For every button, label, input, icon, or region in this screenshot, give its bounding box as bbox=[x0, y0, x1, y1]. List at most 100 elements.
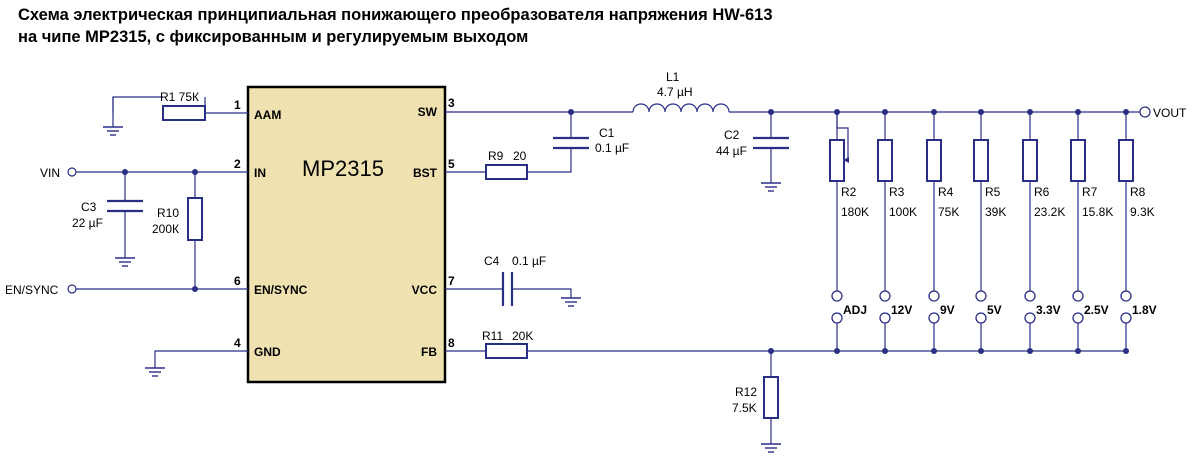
c4-value: 0.1 µF bbox=[512, 254, 546, 268]
resistor-r6 bbox=[1022, 139, 1038, 182]
divider-resistor-name: R8 bbox=[1130, 185, 1146, 199]
junction-dot bbox=[931, 348, 937, 354]
r11-name: R11 bbox=[482, 329, 503, 343]
jumper-pad-top[interactable] bbox=[831, 290, 843, 302]
c1-name: C1 bbox=[599, 126, 615, 140]
resistor-r8 bbox=[1118, 139, 1134, 182]
junction-dot bbox=[192, 286, 198, 292]
resistor-r10 bbox=[187, 197, 203, 241]
jumper-pad-top[interactable] bbox=[1024, 290, 1036, 302]
jumper-pad-bottom[interactable] bbox=[831, 312, 843, 324]
c4-name: C4 bbox=[484, 254, 500, 268]
jumper-pad-bottom[interactable] bbox=[1120, 312, 1132, 324]
title-line-2: на чипе MP2315, с фиксированным и регули… bbox=[18, 28, 529, 46]
r2-wiper-arrow bbox=[843, 157, 849, 163]
aam-ground-wire bbox=[112, 96, 163, 113]
r9-name: R9 bbox=[488, 149, 504, 163]
r1-label: R1 75К bbox=[160, 90, 199, 104]
pin-gnd-label: GND bbox=[254, 345, 281, 359]
divider-resistor-value: 100K bbox=[889, 205, 917, 219]
title-line-1: Схема электрическая принципиальная пониж… bbox=[18, 6, 773, 24]
divider-resistor-name: R6 bbox=[1034, 185, 1050, 199]
jumper-pad-top[interactable] bbox=[1120, 290, 1132, 302]
pin-3-number: 3 bbox=[448, 96, 455, 110]
divider-resistor-name: R5 bbox=[985, 185, 1001, 199]
divider-resistor-value: 180K bbox=[841, 205, 869, 219]
c1-value: 0.1 µF bbox=[595, 141, 629, 155]
divider-resistor-name: R4 bbox=[938, 185, 954, 199]
jumper-pad-top[interactable] bbox=[975, 290, 987, 302]
jumper-pad-top[interactable] bbox=[1072, 290, 1084, 302]
jumper-pad-bottom[interactable] bbox=[1072, 312, 1084, 324]
resistor-r3 bbox=[877, 139, 893, 182]
jumper-pad-top[interactable] bbox=[879, 290, 891, 302]
resistor-r2 bbox=[829, 139, 845, 182]
pin-vcc-label: VCC bbox=[412, 283, 438, 297]
r12-name: R12 bbox=[735, 385, 757, 399]
pin-2-number: 2 bbox=[234, 157, 241, 171]
pin-4-number: 4 bbox=[234, 336, 241, 350]
jumper-voltage-label: 1.8V bbox=[1132, 303, 1157, 317]
vout-terminal[interactable] bbox=[1139, 106, 1151, 118]
ground-symbol-c2 bbox=[761, 182, 781, 192]
vin-label: VIN bbox=[40, 166, 60, 180]
ground-symbol-r12 bbox=[761, 443, 781, 453]
pin-in-label: IN bbox=[254, 166, 266, 180]
en-sync-terminal[interactable] bbox=[67, 284, 77, 294]
junction-dot bbox=[1123, 348, 1129, 354]
r10-name: R10 bbox=[157, 206, 179, 220]
ground-symbol-c4 bbox=[561, 297, 581, 307]
pin-fb-label: FB bbox=[421, 345, 437, 359]
divider-resistor-name: R3 bbox=[889, 185, 905, 199]
jumper-voltage-label: 3.3V bbox=[1036, 303, 1061, 317]
divider-resistor-value: 23.2K bbox=[1034, 205, 1065, 219]
jumper-voltage-label: 5V bbox=[987, 303, 1002, 317]
pin-6-number: 6 bbox=[234, 274, 241, 288]
jumper-pad-bottom[interactable] bbox=[975, 312, 987, 324]
pin-8-number: 8 bbox=[448, 336, 455, 350]
chip-name: MP2315 bbox=[302, 156, 384, 181]
pin-5-number: 5 bbox=[448, 157, 455, 171]
c2-value: 44 µF bbox=[716, 144, 747, 158]
jumper-pad-bottom[interactable] bbox=[1024, 312, 1036, 324]
divider-resistor-value: 15.8K bbox=[1082, 205, 1113, 219]
resistor-r9 bbox=[485, 164, 528, 180]
c3-name: C3 bbox=[81, 200, 97, 214]
pin-7-number: 7 bbox=[448, 274, 455, 288]
junction-dot bbox=[1027, 348, 1033, 354]
pin-en-label: EN/SYNC bbox=[254, 283, 308, 297]
jumper-pad-bottom[interactable] bbox=[928, 312, 940, 324]
vin-terminal[interactable] bbox=[67, 167, 77, 177]
en-sync-label: EN/SYNC bbox=[5, 283, 59, 297]
divider-resistor-value: 9.3K bbox=[1130, 205, 1155, 219]
ground-symbol-aam bbox=[103, 113, 123, 136]
r10-value: 200К bbox=[152, 222, 179, 236]
junction-dot bbox=[1075, 348, 1081, 354]
pin-sw-label: SW bbox=[418, 105, 438, 119]
resistor-r1 bbox=[162, 105, 206, 121]
jumper-voltage-label: 9V bbox=[940, 303, 955, 317]
inductor-l1 bbox=[632, 103, 730, 113]
diagram-title: Схема электрическая принципиальная пониж… bbox=[18, 4, 773, 48]
c1-bottom-lead bbox=[527, 148, 572, 173]
divider-resistor-value: 75K bbox=[938, 205, 959, 219]
divider-resistor-name: R2 bbox=[841, 185, 857, 199]
jumper-pad-top[interactable] bbox=[928, 290, 940, 302]
divider-resistor-bank: R2180KADJR3100K12VR475K9VR539K5VR623.2K3… bbox=[829, 112, 1157, 354]
resistor-r12 bbox=[763, 376, 779, 419]
r11-value: 20K bbox=[512, 329, 533, 343]
jumper-voltage-label: 12V bbox=[891, 303, 912, 317]
junction-dot bbox=[882, 348, 888, 354]
junction-dot bbox=[834, 348, 840, 354]
l1-value: 4.7 µH bbox=[657, 85, 693, 99]
pin-aam-label: AAM bbox=[254, 108, 281, 122]
resistor-r5 bbox=[973, 139, 989, 182]
junction-dot bbox=[978, 348, 984, 354]
mp2315-chip bbox=[246, 85, 447, 384]
pin-bst-label: BST bbox=[413, 166, 438, 180]
divider-resistor-name: R7 bbox=[1082, 185, 1098, 199]
jumper-voltage-label: ADJ bbox=[843, 303, 867, 317]
jumper-pad-bottom[interactable] bbox=[879, 312, 891, 324]
ground-symbol-c3 bbox=[115, 257, 135, 267]
